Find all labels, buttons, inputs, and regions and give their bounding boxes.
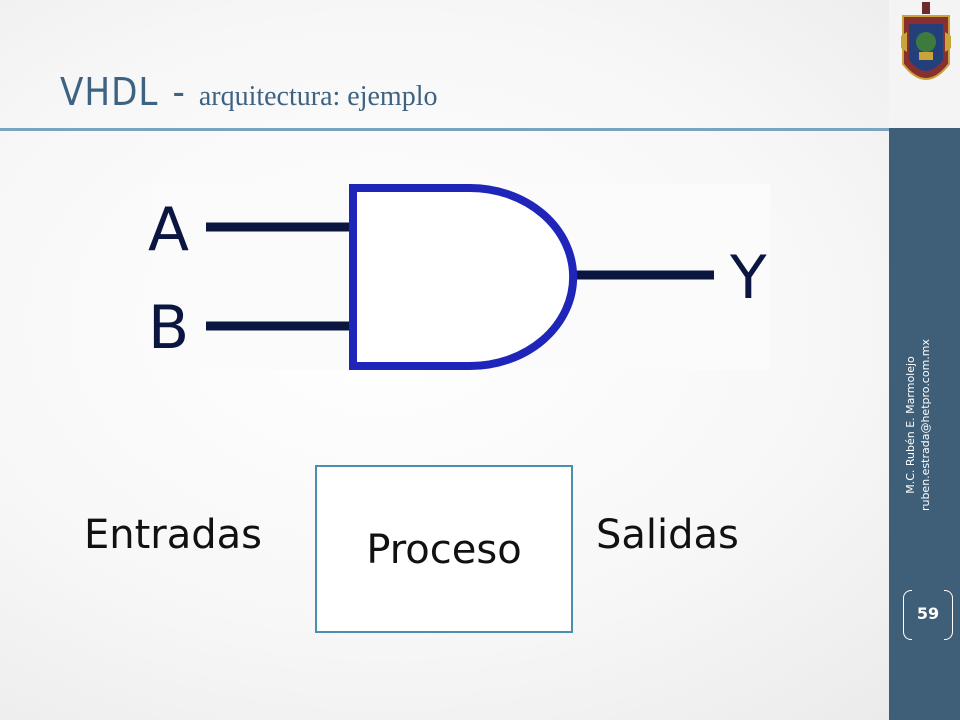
author-name: M.C. Rubén E. Marmolejo (904, 356, 917, 494)
input-b-label: B (148, 293, 189, 363)
page-number: 59 (916, 604, 940, 623)
title-subtitle: arquitectura: ejemplo (198, 81, 438, 112)
university-seal-logo (901, 2, 951, 80)
author-vertical-text: M.C. Rubén E. Marmolejo ruben.estrada@he… (903, 325, 943, 525)
bracket-left (903, 590, 912, 640)
page-number-badge: 59 (903, 590, 953, 640)
and-gate-shape (349, 184, 578, 370)
inputs-label: Entradas (84, 512, 263, 558)
title-separator: - (172, 70, 185, 114)
title-divider (0, 128, 889, 131)
title-main: VHDL (60, 70, 159, 114)
process-label: Proceso (366, 527, 522, 573)
slide-title: VHDL-arquitectura: ejemplo (60, 70, 437, 114)
process-box: Proceso (315, 465, 573, 633)
author-email: ruben.estrada@hetpro.com.mx (919, 338, 932, 512)
output-y-label: Y (729, 243, 767, 313)
input-a-label: A (148, 195, 189, 265)
and-gate-diagram: A B Y (148, 184, 770, 370)
outputs-label: Salidas (596, 512, 739, 558)
